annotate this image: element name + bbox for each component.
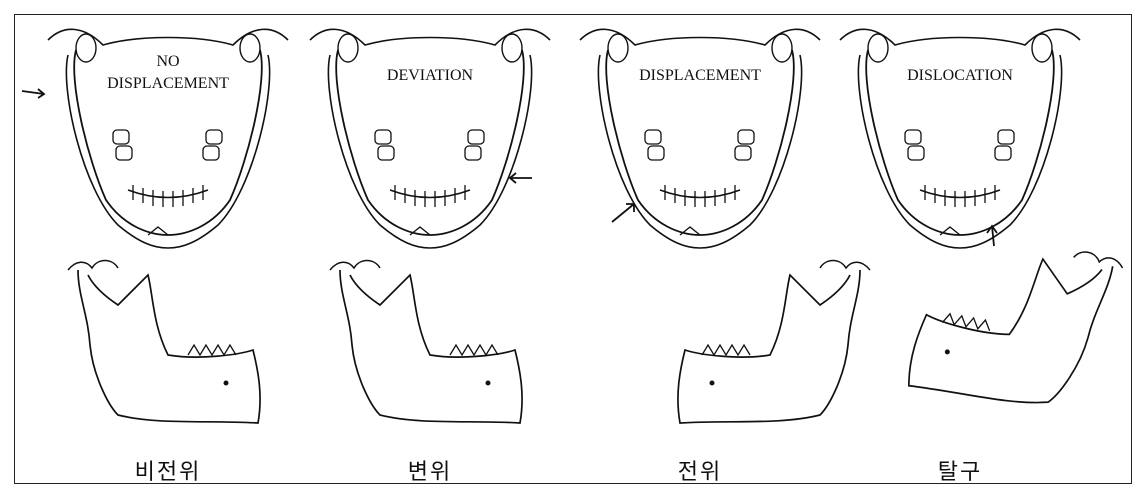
panel-1-label-line-1: NO bbox=[156, 53, 179, 70]
panel-1-caption: 비전위 bbox=[88, 454, 248, 486]
panel-2-caption: 변위 bbox=[350, 454, 510, 486]
panel-2-side-mandible bbox=[330, 261, 522, 424]
panel-2-label: DEVIATION bbox=[387, 67, 474, 84]
panel-4-front-mandible bbox=[840, 29, 1080, 248]
panel-4-label: DISLOCATION bbox=[907, 67, 1013, 84]
panel-4-caption: 탈구 bbox=[880, 454, 1040, 486]
panel-4-side-mandible bbox=[907, 225, 1124, 418]
panel-2-arrow bbox=[510, 173, 532, 183]
panel-3-side-mandible bbox=[678, 261, 870, 424]
panel-1-label-line-2: DISPLACEMENT bbox=[107, 75, 229, 92]
panel-1-arrow bbox=[22, 89, 44, 98]
panel-3-caption: 전위 bbox=[620, 454, 780, 486]
panel-2-front-mandible bbox=[310, 29, 550, 248]
panel-3-front-mandible bbox=[580, 29, 820, 248]
panel-1-side-mandible bbox=[68, 261, 260, 424]
panel-3-label: DISPLACEMENT bbox=[639, 67, 761, 84]
panel-3-arrow bbox=[612, 204, 634, 222]
